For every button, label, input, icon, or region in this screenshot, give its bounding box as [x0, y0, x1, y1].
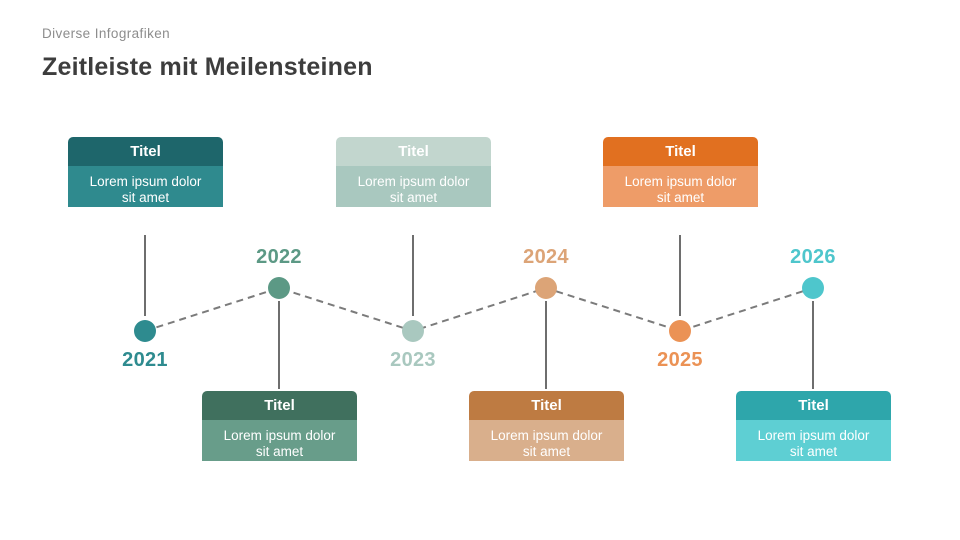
milestone-dot-2023: [402, 320, 424, 342]
timeline-zigzag-line: [144, 286, 814, 333]
milestone-card-2023: Titel Lorem ipsum dolor sit amet: [336, 137, 491, 234]
milestone-card-2024: Titel Lorem ipsum dolor sit amet: [469, 391, 624, 488]
milestone-dot-2022: [268, 277, 290, 299]
milestone-card-title: Titel: [469, 391, 624, 420]
year-label-2026: 2026: [790, 246, 836, 268]
milestone-card-2021: Titel Lorem ipsum dolor sit amet: [68, 137, 223, 234]
milestone-card-title: Titel: [202, 391, 357, 420]
milestone-card-body: Lorem ipsum dolor sit amet: [603, 166, 758, 207]
milestone-card-body: Lorem ipsum dolor sit amet: [469, 420, 624, 461]
year-label-2023: 2023: [390, 349, 436, 371]
milestone-dot-2021: [134, 320, 156, 342]
milestone-card-body: Lorem ipsum dolor sit amet: [68, 166, 223, 207]
milestone-dot-2025: [669, 320, 691, 342]
milestone-card-title: Titel: [336, 137, 491, 166]
milestone-card-body: Lorem ipsum dolor sit amet: [202, 420, 357, 461]
milestone-dot-2024: [535, 277, 557, 299]
year-label-2021: 2021: [122, 349, 168, 371]
slide-eyebrow: Diverse Infografiken: [42, 26, 171, 41]
milestone-card-body: Lorem ipsum dolor sit amet: [336, 166, 491, 207]
milestone-card-body: Lorem ipsum dolor sit amet: [736, 420, 891, 461]
milestone-card-title: Titel: [736, 391, 891, 420]
milestone-card-title: Titel: [68, 137, 223, 166]
year-label-2024: 2024: [523, 246, 569, 268]
year-label-2025: 2025: [657, 349, 703, 371]
milestone-card-2025: Titel Lorem ipsum dolor sit amet: [603, 137, 758, 234]
milestone-card-title: Titel: [603, 137, 758, 166]
milestone-card-2022: Titel Lorem ipsum dolor sit amet: [202, 391, 357, 488]
milestone-dot-2026: [802, 277, 824, 299]
milestone-card-2026: Titel Lorem ipsum dolor sit amet: [736, 391, 891, 488]
page-title: Zeitleiste mit Meilensteinen: [42, 53, 373, 81]
year-label-2022: 2022: [256, 246, 302, 268]
